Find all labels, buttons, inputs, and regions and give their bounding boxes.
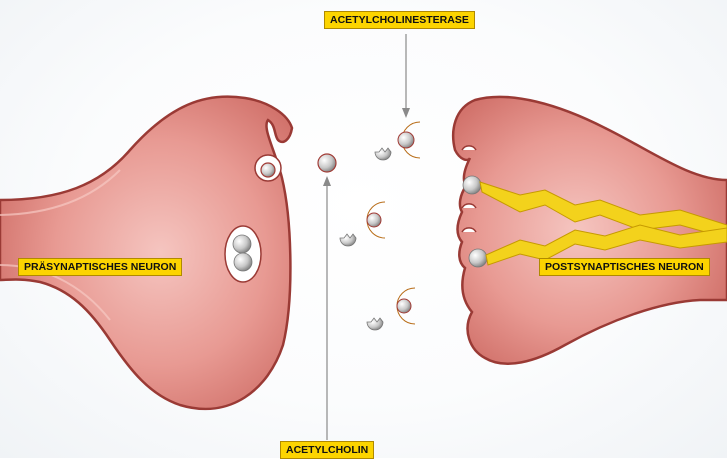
label-acetylcholin: ACETYLCHOLIN <box>280 441 374 459</box>
label-presynaptic-neuron: PRÄSYNAPTISCHES NEURON <box>18 258 182 276</box>
label-acetylcholinesterase: ACETYLCHOLINESTERASE <box>324 11 475 29</box>
acetylcholine-molecule <box>318 154 336 172</box>
presynaptic-neuron <box>0 97 292 409</box>
label-postsynaptic-neuron: POSTSYNAPTISCHES NEURON <box>539 258 710 276</box>
enzyme-group-2 <box>340 202 385 246</box>
postsynaptic-neuron <box>453 97 727 364</box>
arrow-acetylcholinesterase <box>402 34 410 118</box>
enzyme-group-3 <box>367 288 415 330</box>
enzyme-group-1 <box>375 122 420 160</box>
arrow-acetylcholin <box>323 176 331 440</box>
